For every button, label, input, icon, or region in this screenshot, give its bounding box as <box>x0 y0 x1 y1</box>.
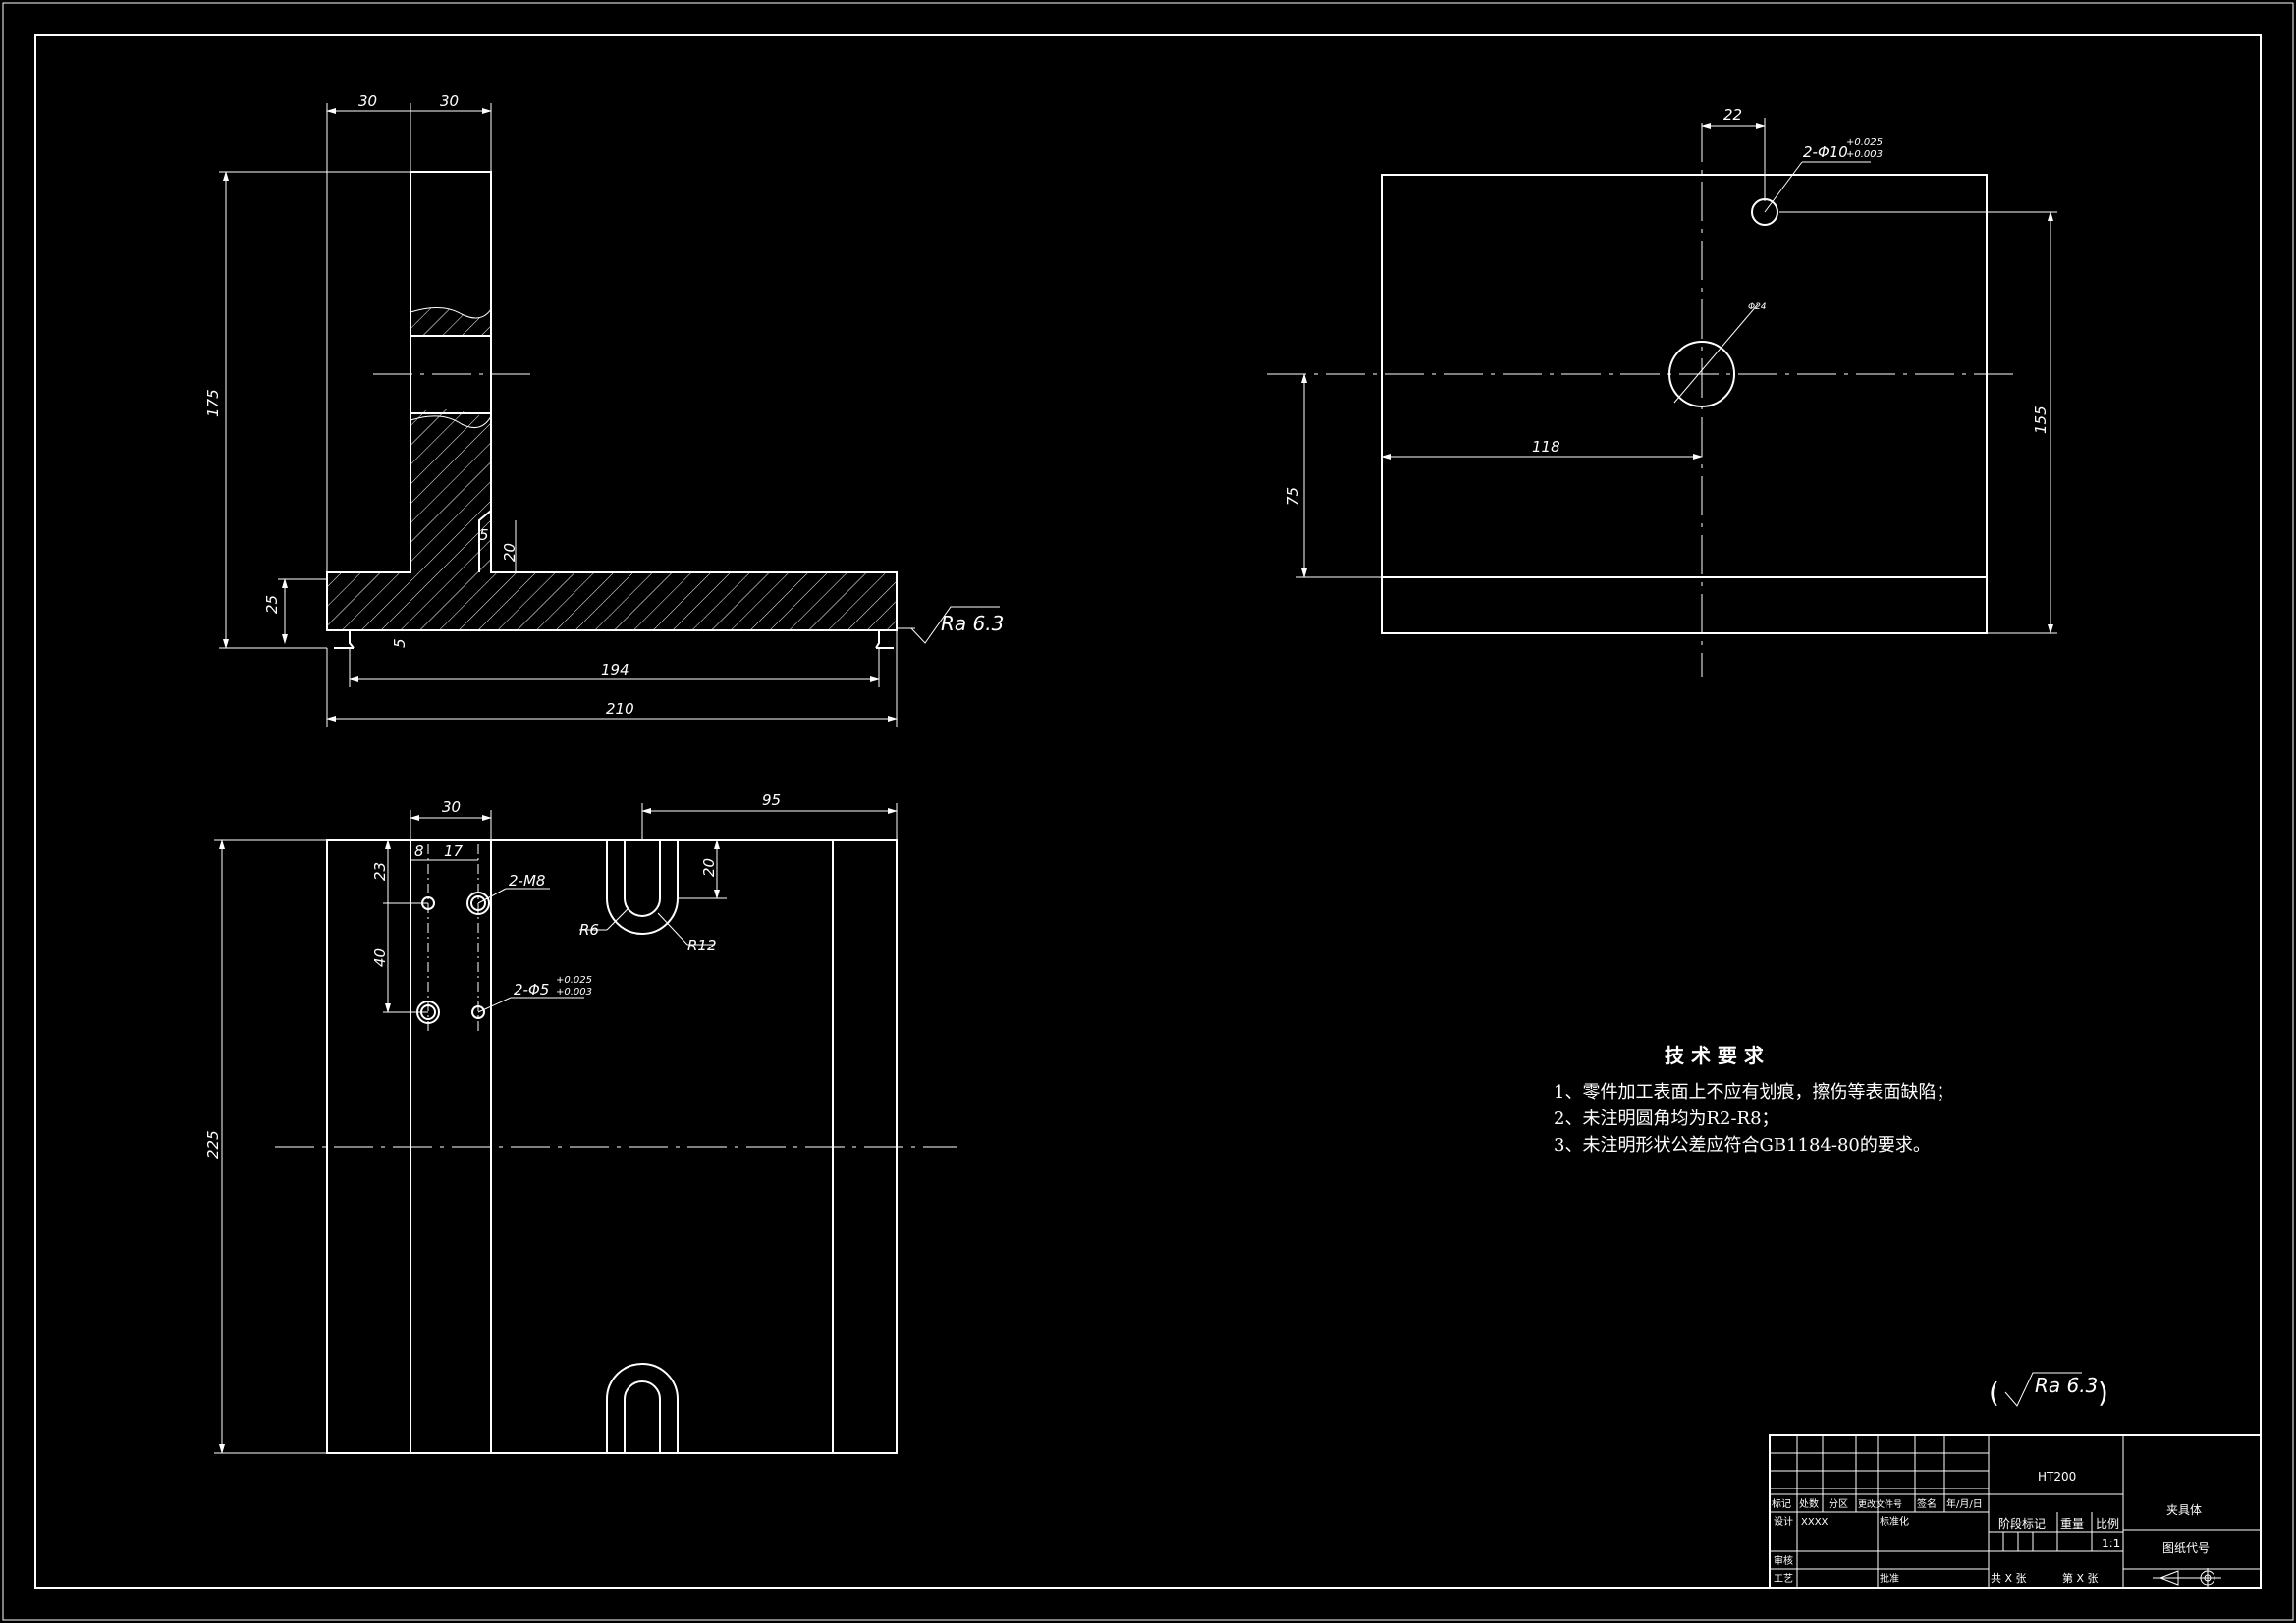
tb-part-name: 夹具体 <box>2166 1503 2202 1517</box>
dim-bottom-rel: 5 <box>391 638 409 648</box>
side-view: Φ24 2-Φ10 +0.025 +0.003 22 118 75 155 <box>1267 106 2057 677</box>
side-center-hole-label: Φ24 <box>1748 302 1767 312</box>
side-hole-tol-dn: +0.003 <box>1846 149 1883 160</box>
plan-dim-20: 20 <box>700 858 718 877</box>
tech-title: 技 术 要 求 <box>1665 1044 1765 1067</box>
tb-design: 设计 <box>1774 1515 1793 1528</box>
tb-header-date: 年/月/日 <box>1946 1497 1983 1510</box>
dim-height: 175 <box>204 389 222 417</box>
dim-w1: 30 <box>358 92 377 110</box>
side-dim-22: 22 <box>1723 106 1742 124</box>
tb-designer: XXXX <box>1801 1517 1829 1528</box>
plan-r12-label: R12 <box>687 937 717 954</box>
plan-dim-40: 40 <box>371 948 389 967</box>
side-hole-tol-up: +0.025 <box>1846 137 1883 148</box>
technical-requirements: 技 术 要 求 1、零件加工表面上不应有划痕，擦伤等表面缺陷； 2、未注明圆角均… <box>1554 1044 1953 1156</box>
tb-header-count: 处数 <box>1799 1497 1819 1510</box>
plan-pin-label: 2-Φ5 <box>514 981 549 999</box>
side-hole-label: 2-Φ10 <box>1803 143 1848 161</box>
tb-standard: 标准化 <box>1880 1515 1909 1528</box>
tb-header-change: 更改文件号 <box>1858 1498 1902 1510</box>
side-dim-118: 118 <box>1532 438 1560 456</box>
tb-drawing-no-label: 图纸代号 <box>2162 1542 2210 1555</box>
plan-r6-label: R6 <box>579 921 599 939</box>
general-roughness-value: Ra 6.3 <box>2035 1374 2098 1397</box>
title-block: HT200 夹具体 图纸代号 阶段标记 重量 比例 1:1 标记 处数 分区 更… <box>1769 1434 2262 1589</box>
plan-view: 30 8 17 23 40 2-M8 2-Φ5 +0.025 +0.003 95… <box>204 791 957 1454</box>
plan-dim-8: 8 <box>414 842 424 860</box>
plan-dim-top-w: 30 <box>442 798 461 816</box>
tech-item-2: 2、未注明圆角均为R2-R8； <box>1554 1109 1779 1129</box>
plan-dim-23: 23 <box>371 862 389 881</box>
tb-weight-label: 重量 <box>2060 1517 2084 1531</box>
side-dim-155: 155 <box>2032 406 2050 434</box>
tb-process: 工艺 <box>1774 1573 1793 1585</box>
front-section-view: 30 30 175 25 5 20 5 194 210 Ra 6.3 <box>204 92 1004 727</box>
dim-w2: 30 <box>440 92 459 110</box>
tb-scale: 1:1 <box>2102 1537 2120 1550</box>
front-roughness: Ra 6.3 <box>941 612 1004 635</box>
tech-item-1: 1、零件加工表面上不应有划痕，擦伤等表面缺陷； <box>1554 1082 1953 1103</box>
plan-thread-label: 2-M8 <box>509 872 545 890</box>
tb-scale-label: 比例 <box>2096 1517 2119 1531</box>
plan-pin-tol-up: +0.025 <box>556 975 592 986</box>
dim-slot-w: 5 <box>479 526 489 544</box>
inner-border <box>34 34 2262 1589</box>
dim-base: 25 <box>263 595 281 614</box>
svg-text:(: ( <box>1989 1377 1999 1409</box>
plan-dim-17: 17 <box>444 842 464 860</box>
tb-header-sign: 签名 <box>1917 1497 1937 1510</box>
tb-stage-label: 阶段标记 <box>1998 1516 2046 1531</box>
projection-symbol-icon <box>2153 1568 2221 1588</box>
tb-material: HT200 <box>2038 1470 2076 1484</box>
tb-sheet-no: 第 X 张 <box>2062 1571 2099 1585</box>
plan-pin-tol-dn: +0.003 <box>556 987 592 998</box>
plan-dim-height: 225 <box>204 1130 222 1159</box>
dim-slot-h: 20 <box>501 543 519 562</box>
tech-item-3: 3、未注明形状公差应符合GB1184-80的要求。 <box>1554 1135 1931 1156</box>
tb-approve: 批准 <box>1880 1572 1899 1585</box>
dim-total-len: 210 <box>606 700 634 718</box>
tb-header-zone: 分区 <box>1829 1498 1848 1510</box>
tb-header-mark: 标记 <box>1772 1498 1791 1510</box>
svg-text:): ) <box>2098 1377 2108 1409</box>
dim-inner-len: 194 <box>601 661 629 678</box>
plan-dim-95: 95 <box>762 791 781 809</box>
general-roughness: ( Ra 6.3 ) <box>1989 1372 2108 1409</box>
tb-review: 审核 <box>1774 1554 1793 1567</box>
side-dim-75: 75 <box>1285 487 1302 506</box>
tb-sheets-total: 共 X 张 <box>1991 1572 2027 1585</box>
